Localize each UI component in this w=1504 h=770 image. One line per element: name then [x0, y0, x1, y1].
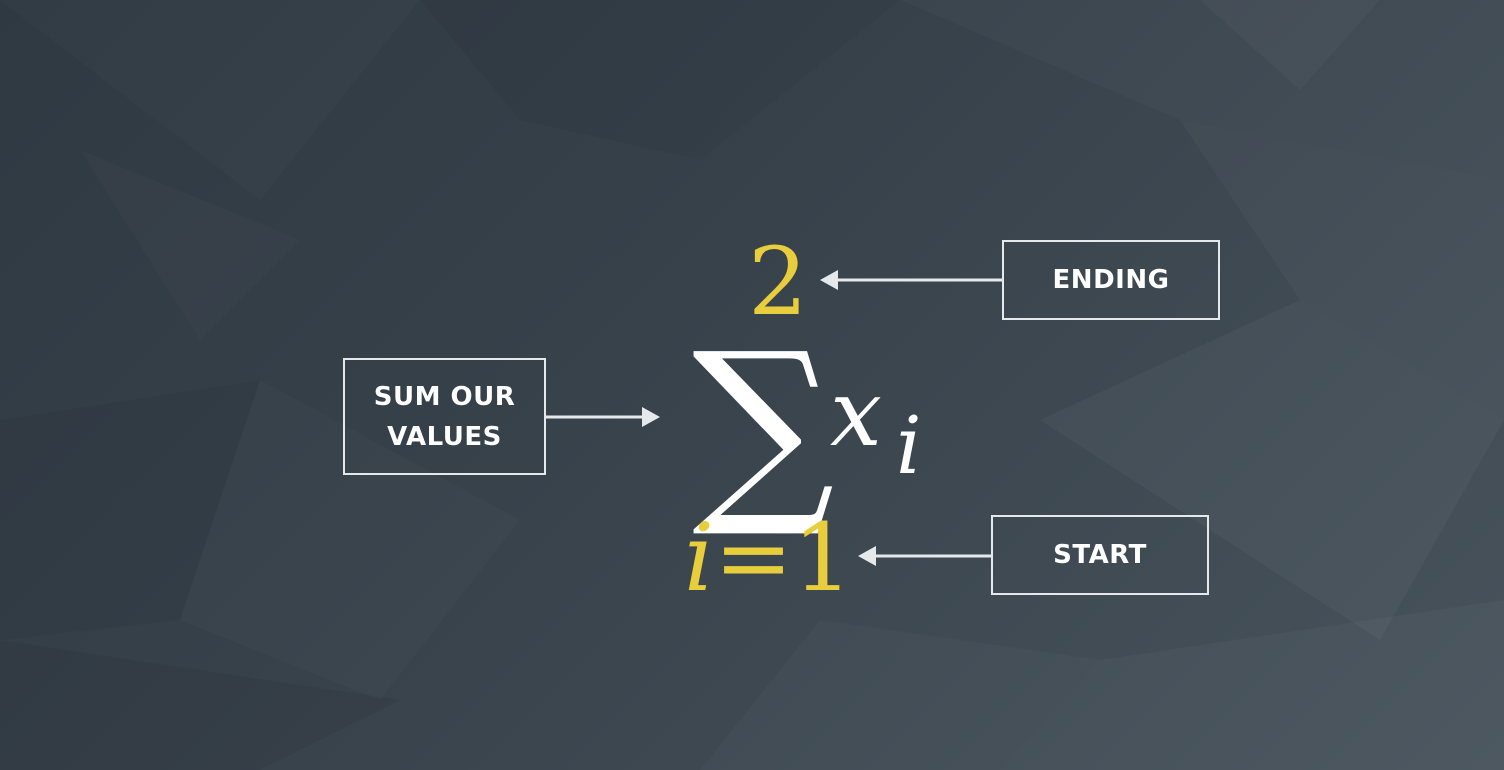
lower-limit-variable: i	[684, 504, 715, 613]
sum-values-label-box: SUM OUR VALUES	[343, 358, 546, 475]
arrow-start-to-lower-limit	[858, 546, 991, 566]
ending-label: ENDING	[1052, 265, 1170, 295]
start-label: START	[1053, 540, 1147, 570]
upper-limit: 2	[748, 228, 808, 337]
summation-symbol: ∑	[692, 310, 835, 543]
arrow-ending-to-upper-limit	[820, 270, 1002, 290]
sum-label-line2: VALUES	[387, 421, 502, 452]
ending-label-box: ENDING	[1002, 240, 1220, 320]
lower-limit: i=1	[684, 512, 853, 606]
arrow-sum-to-sigma	[546, 407, 660, 427]
start-label-box: START	[991, 515, 1209, 595]
sum-label-line1: SUM OUR	[373, 381, 516, 412]
lower-limit-value: 1	[792, 504, 853, 613]
lower-limit-equals: =	[714, 504, 793, 613]
summand-variable: x	[830, 360, 882, 467]
summand-subscript: i	[896, 399, 922, 492]
